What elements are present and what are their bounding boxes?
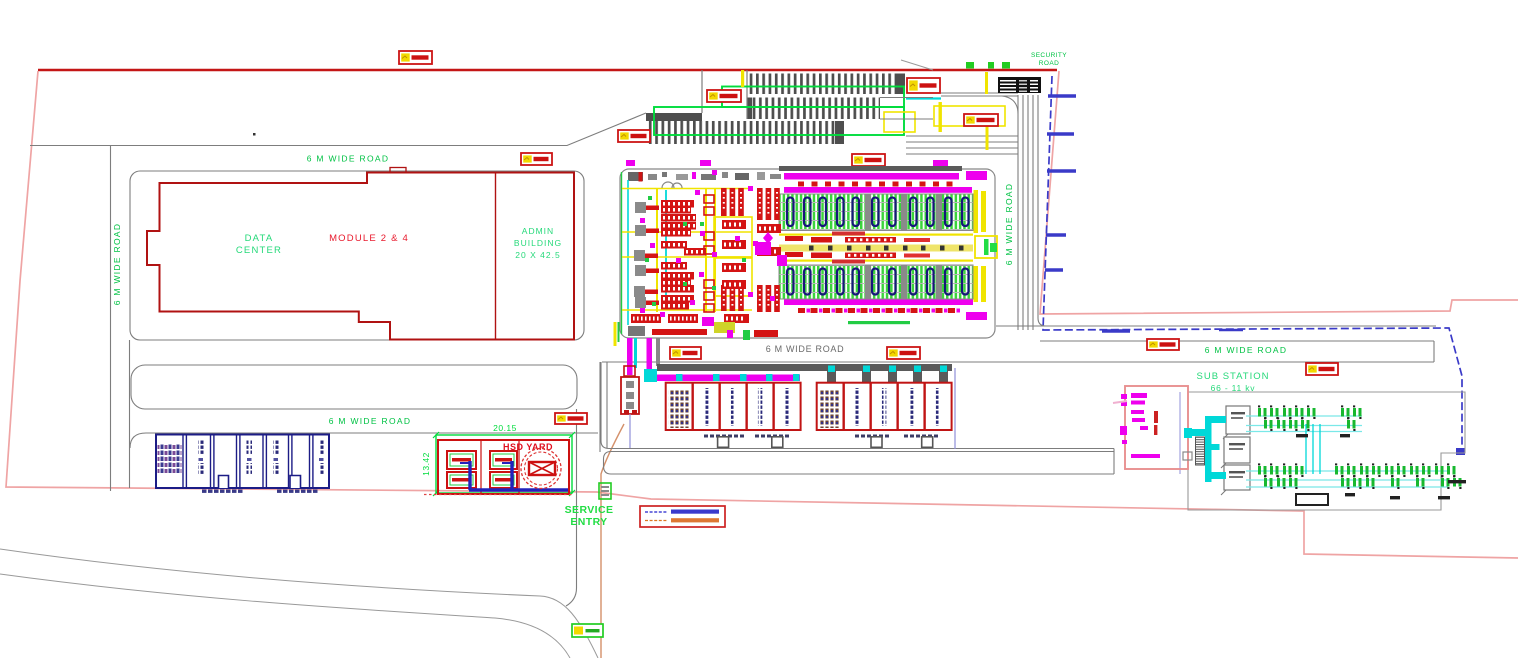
svg-text:DATA: DATA bbox=[245, 233, 274, 244]
svg-text:20.15: 20.15 bbox=[493, 423, 517, 433]
svg-text:BUILDING: BUILDING bbox=[514, 238, 562, 248]
svg-text:SUB STATION: SUB STATION bbox=[1197, 371, 1270, 382]
svg-text:6 M WIDE ROAD: 6 M WIDE ROAD bbox=[112, 223, 122, 306]
svg-text:6 M WIDE ROAD: 6 M WIDE ROAD bbox=[766, 344, 845, 354]
svg-text:SECURITY: SECURITY bbox=[1031, 52, 1067, 59]
svg-text:6 M WIDE ROAD: 6 M WIDE ROAD bbox=[307, 154, 390, 164]
svg-text:ENTRY: ENTRY bbox=[570, 516, 607, 528]
svg-text:CENTER: CENTER bbox=[236, 245, 282, 256]
svg-text:6 M WIDE ROAD: 6 M WIDE ROAD bbox=[1205, 345, 1288, 355]
svg-text:ROAD: ROAD bbox=[1039, 60, 1059, 67]
svg-text:SERVICE: SERVICE bbox=[565, 504, 614, 516]
svg-text:66 - 11 kv: 66 - 11 kv bbox=[1211, 383, 1256, 393]
svg-text:13.42: 13.42 bbox=[421, 452, 431, 476]
svg-text:ADMIN: ADMIN bbox=[522, 226, 554, 236]
svg-text:6 M WIDE ROAD: 6 M WIDE ROAD bbox=[1004, 183, 1014, 266]
svg-text:20 X 42.5: 20 X 42.5 bbox=[515, 250, 560, 260]
svg-text:MODULE 2 & 4: MODULE 2 & 4 bbox=[329, 233, 409, 244]
svg-text:HSD YARD: HSD YARD bbox=[503, 442, 553, 452]
svg-text:6 M WIDE ROAD: 6 M WIDE ROAD bbox=[329, 416, 412, 426]
